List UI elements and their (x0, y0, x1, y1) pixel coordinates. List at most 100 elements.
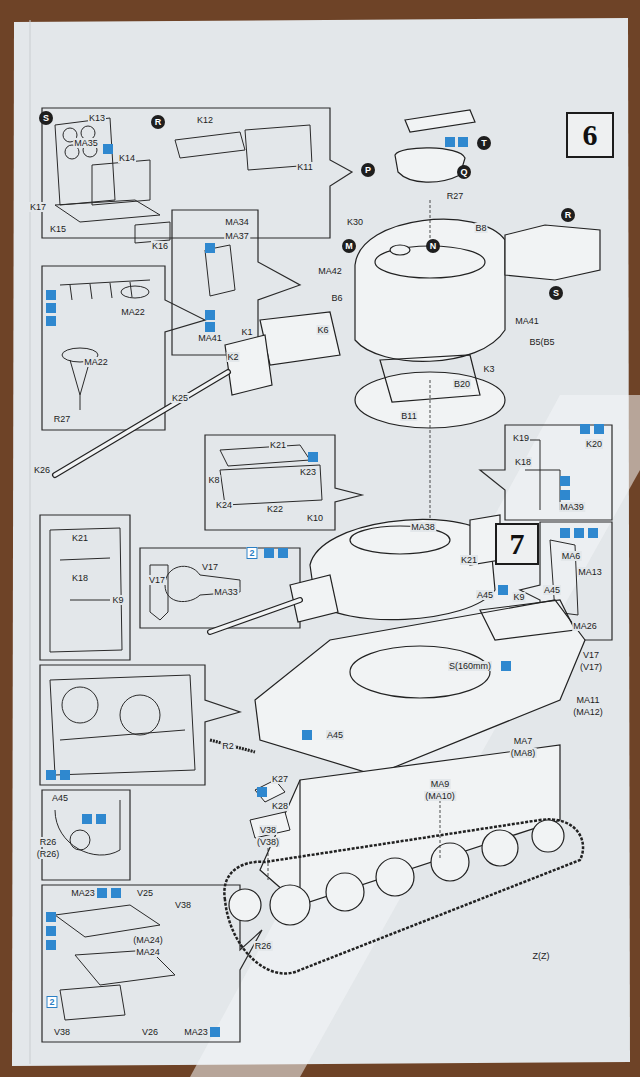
part-number: K19 (512, 433, 530, 443)
part-number: (MA10) (424, 791, 456, 801)
part-number: A45 (476, 590, 494, 600)
part-number: K6 (316, 325, 329, 335)
part-number: R26 (39, 837, 58, 847)
part-number: K14 (118, 153, 136, 163)
part-number: B11 (400, 411, 417, 421)
part-number: K21 (269, 440, 287, 450)
node-text: S (553, 288, 559, 298)
callout-letter: S (549, 286, 563, 300)
callout-letter: R (561, 208, 575, 222)
part-number: A45 (51, 793, 69, 803)
step-number-box: 6 (566, 112, 614, 158)
part-number: MA24 (135, 947, 161, 957)
part-number: MA7 (513, 736, 534, 746)
part-number: MA37 (224, 231, 250, 241)
part-number: K9 (111, 595, 124, 605)
part-number: V26 (141, 1027, 159, 1037)
part-number: MA42 (317, 266, 343, 276)
node-text: 6 (583, 118, 598, 152)
part-number: (MA12) (572, 707, 604, 717)
node-text: R (565, 210, 572, 220)
callout-letter: M (342, 239, 356, 253)
node-text: P (365, 165, 371, 175)
part-number: K30 (346, 217, 364, 227)
part-number: R2 (221, 741, 235, 751)
gun-barrel (55, 372, 228, 475)
part-number: MA22 (83, 357, 109, 367)
part-number: V38 (259, 825, 277, 835)
part-number: (MA24) (132, 935, 164, 945)
callout-letter: N (426, 239, 440, 253)
part-number: K24 (215, 500, 233, 510)
part-number: A45 (326, 730, 344, 740)
part-number: K28 (271, 801, 289, 811)
paint-count: 2 (46, 996, 57, 1008)
part-number: B5(B5 (528, 337, 555, 347)
step-number-box: 7 (495, 523, 539, 565)
part-number: B20 (453, 379, 471, 389)
part-number: MA22 (120, 307, 146, 317)
part-number: MA11 (576, 695, 601, 705)
part-number: K21 (460, 555, 478, 565)
part-number: K3 (482, 364, 495, 374)
inset-parts (50, 118, 578, 1020)
part-number: MA6 (561, 551, 582, 561)
part-number: B8 (474, 223, 487, 233)
hull (255, 600, 585, 905)
part-number: MA23 (70, 888, 96, 898)
tow-part (210, 740, 255, 752)
node-text: M (345, 241, 353, 251)
part-number: V38 (53, 1027, 71, 1037)
part-number: A45 (543, 585, 561, 595)
part-number: K17 (29, 202, 47, 212)
part-number: K8 (207, 475, 220, 485)
part-number: R27 (446, 191, 465, 201)
part-number: K25 (171, 393, 189, 403)
part-number: K22 (266, 504, 284, 514)
part-number: (V17) (579, 662, 603, 672)
part-number: MA41 (197, 333, 223, 343)
part-number: (R26) (36, 849, 61, 859)
turret-exploded (225, 110, 600, 428)
part-number: K18 (514, 457, 532, 467)
part-number: V17 (148, 575, 166, 585)
part-number: K1 (240, 327, 253, 337)
part-number: K20 (585, 439, 603, 449)
part-number: R26 (254, 941, 273, 951)
paint-icons (46, 137, 604, 1037)
guide-lines (268, 200, 440, 880)
part-number: K13 (88, 113, 106, 123)
part-number: MA33 (213, 587, 239, 597)
part-number: K23 (299, 467, 317, 477)
part-number: K2 (226, 352, 239, 362)
part-number: K10 (306, 513, 324, 523)
part-number: V38 (174, 900, 192, 910)
part-number: K12 (196, 115, 214, 125)
part-number: MA35 (73, 138, 99, 148)
turret-assembled (290, 515, 500, 622)
part-number: Z(Z) (532, 951, 551, 961)
gun-barrel (210, 600, 300, 632)
node-text: Q (460, 167, 467, 177)
part-number: K16 (151, 241, 169, 251)
part-number: MA9 (430, 779, 451, 789)
part-number: MA41 (514, 316, 540, 326)
part-number: R27 (53, 414, 72, 424)
running-gear (224, 819, 583, 973)
callout-letter: R (151, 115, 165, 129)
node-text: S (43, 113, 49, 123)
part-number: MA26 (572, 621, 598, 631)
fold (30, 20, 31, 1064)
paint-count: 2 (246, 547, 257, 559)
part-number: MA38 (410, 522, 436, 532)
node-text: R (155, 117, 162, 127)
part-number: K21 (71, 533, 89, 543)
callout-letter: P (361, 163, 375, 177)
small-parts (250, 780, 290, 838)
node-text: N (430, 241, 437, 251)
part-number: K18 (71, 573, 89, 583)
part-number: S(160mm) (448, 661, 492, 671)
node-text: 7 (510, 527, 525, 561)
